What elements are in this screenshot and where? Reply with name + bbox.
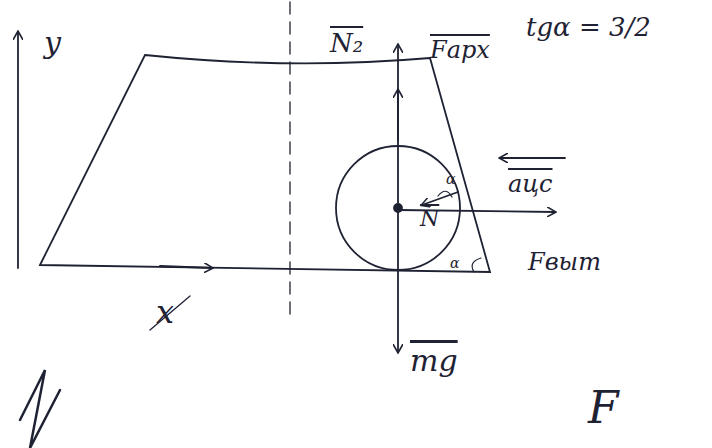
angle-label: α — [446, 172, 455, 186]
strike — [150, 296, 190, 330]
force-label: N₂ — [330, 30, 363, 56]
force-label: Fвыт — [528, 250, 601, 274]
gravity-vector — [397, 208, 399, 352]
force-label: Fарх — [430, 38, 490, 62]
force-label: mg — [410, 346, 458, 376]
angle-arc — [438, 191, 452, 197]
y-axis — [17, 32, 19, 268]
force-label: F — [588, 386, 619, 430]
angle-arc — [472, 258, 481, 272]
rotation-axis — [289, 2, 290, 320]
formula: tgα = 3/2 — [526, 14, 651, 40]
n2-vector — [397, 45, 399, 208]
acceleration-label: aцс — [508, 172, 553, 196]
arch-vector — [397, 90, 399, 140]
axis-label: y — [44, 28, 61, 58]
force-label: N — [420, 208, 439, 230]
x-direction — [160, 266, 212, 268]
normal-vector — [422, 192, 458, 205]
axis-label: x — [156, 296, 174, 328]
angle-label: α — [450, 256, 459, 270]
wedge-outline — [40, 55, 490, 272]
scribble — [20, 370, 60, 448]
acceleration-vector — [500, 157, 565, 159]
